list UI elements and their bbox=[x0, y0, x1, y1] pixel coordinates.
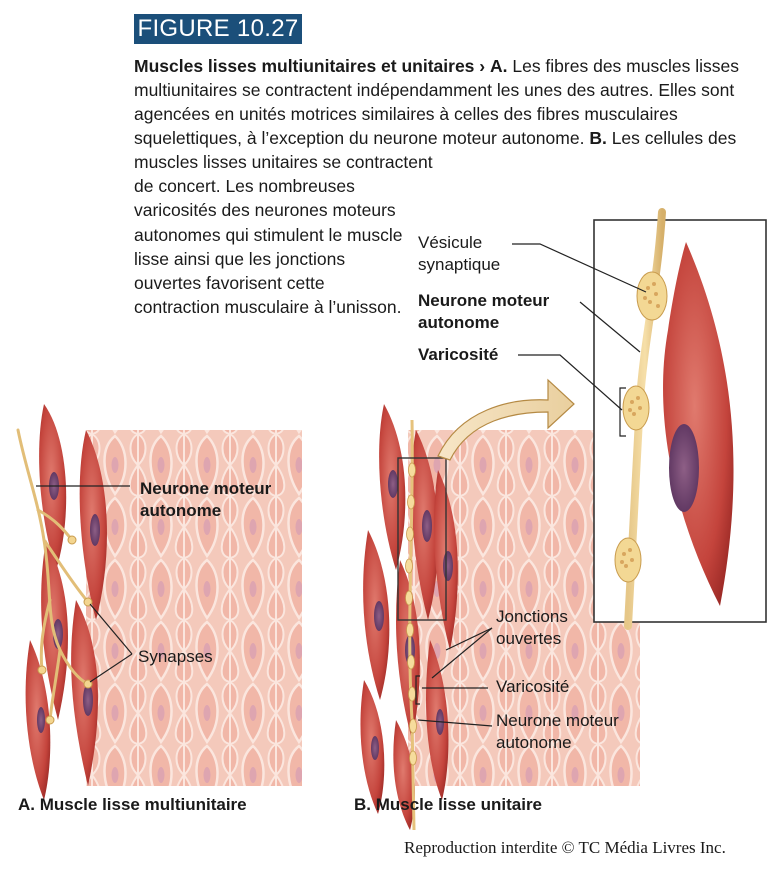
figure-badge: FIGURE 10.27 bbox=[134, 14, 302, 44]
panel-a-neurone-label: Neurone moteur autonome bbox=[140, 479, 272, 520]
panel-a-red-cells bbox=[25, 404, 107, 800]
zoom-arrow bbox=[437, 378, 575, 461]
panel-a-neuron bbox=[16, 428, 90, 722]
caption-b-text-1: Les cellules des muscles lisses unitaire… bbox=[134, 128, 737, 172]
caption-continuation: de concert. Les nombreuses varicosités d… bbox=[134, 174, 404, 320]
panel-b-jonctions-label: Jonctions ouvertes bbox=[496, 607, 568, 648]
panel-b-varicosite-label: Varicosité bbox=[496, 677, 570, 696]
panel-b-leader-lines bbox=[415, 627, 493, 727]
caption-a-text: Les fibres des muscles lisses multiunita… bbox=[134, 56, 739, 148]
inset-drawing bbox=[512, 208, 767, 630]
panel-b-neurone-label: Neurone moteur autonome bbox=[496, 711, 619, 752]
zoom-box bbox=[397, 457, 447, 621]
copyright-footer: Reproduction interdite © TC Média Livres… bbox=[404, 838, 726, 857]
panel-a-synapses-label: Synapses bbox=[138, 647, 213, 666]
panel-b-neuron bbox=[405, 419, 417, 831]
caption-b-text-2: de concert. Les nombreuses varicosités d… bbox=[134, 176, 403, 318]
panel-a-title: A. Muscle lisse multiunitaire bbox=[18, 795, 247, 814]
inset-nucleus bbox=[669, 424, 699, 512]
inset-leader-lines bbox=[512, 243, 647, 437]
caption-arrow: › bbox=[479, 56, 486, 76]
inset-varicosities bbox=[614, 271, 668, 583]
inset-varicosite-label: Varicosité bbox=[418, 345, 499, 364]
caption-b-marker: B. bbox=[589, 128, 607, 148]
inset-vesicles bbox=[620, 282, 660, 568]
panel-b-title: B. Muscle lisse unitaire bbox=[354, 795, 543, 814]
panel-a-tissue bbox=[86, 430, 302, 786]
figure-caption: Muscles lisses multiunitaires et unitair… bbox=[134, 54, 764, 174]
inset-neurone-label: Neurone moteur autonome bbox=[418, 291, 550, 332]
inset-vesicule-label: Vésicule synaptique bbox=[418, 233, 501, 274]
caption-title: Muscles lisses multiunitaires et unitair… bbox=[134, 56, 475, 76]
panel-a-drawing bbox=[16, 404, 302, 800]
inset-muscle-cell bbox=[663, 242, 734, 606]
caption-a-marker: A. bbox=[489, 56, 508, 76]
panel-a-leader-lines bbox=[36, 485, 133, 683]
